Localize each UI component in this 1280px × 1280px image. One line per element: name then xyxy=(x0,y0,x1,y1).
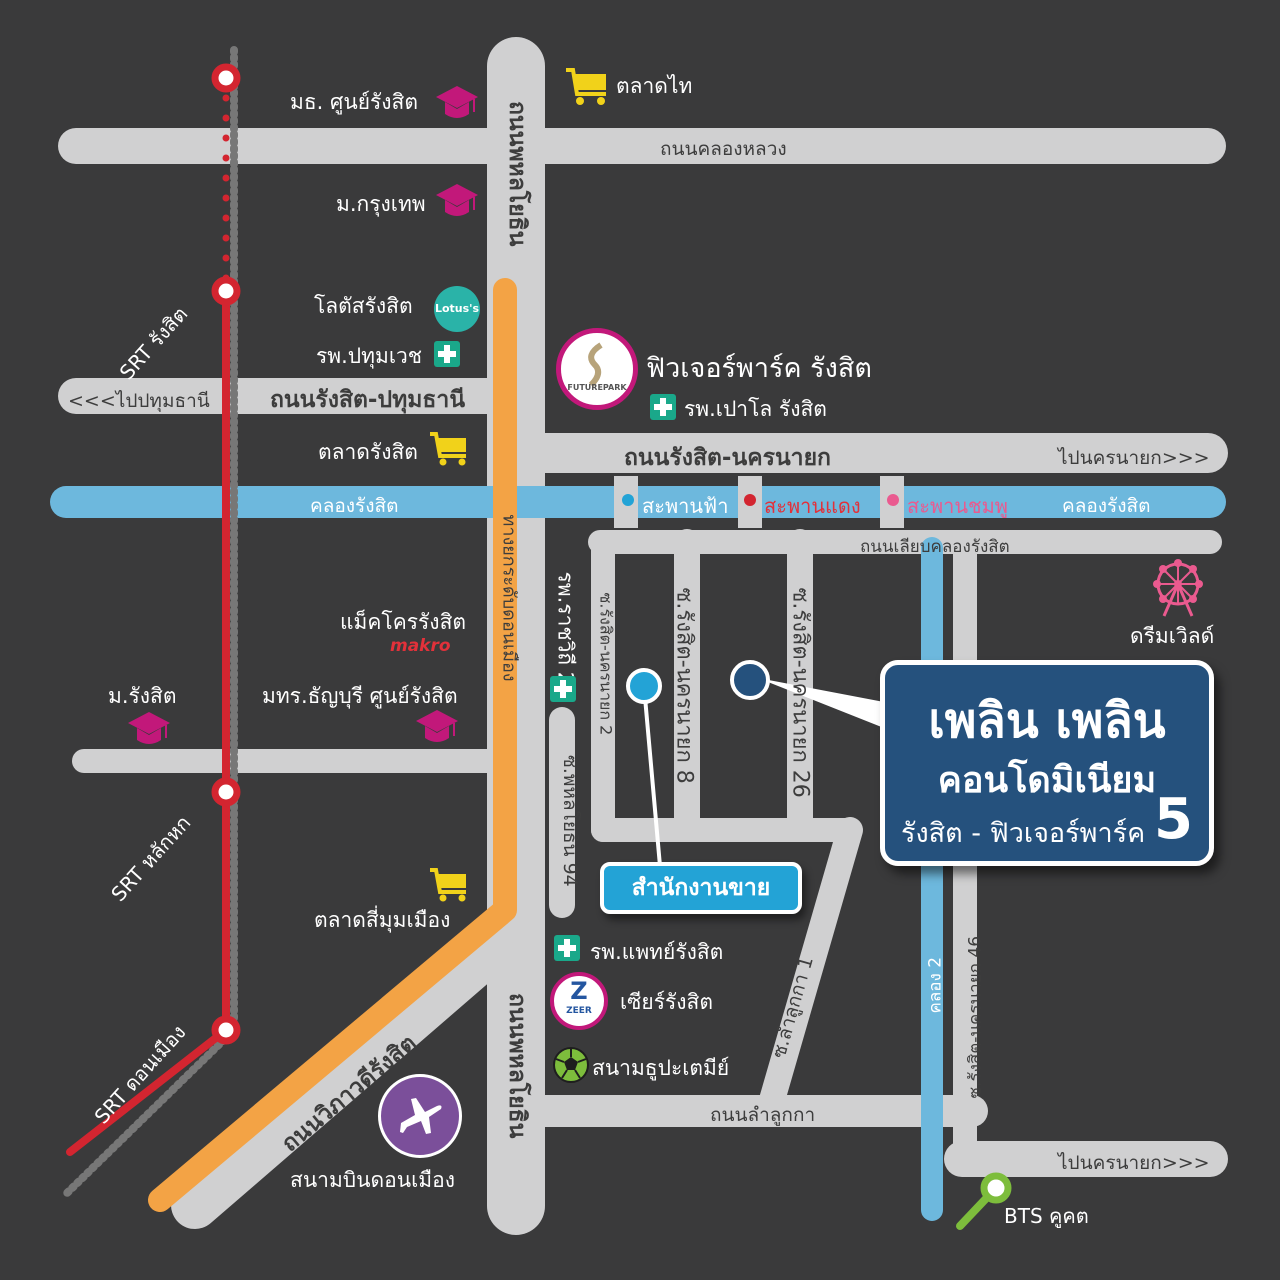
callout-location: รังสิต - ฟิวเจอร์พาร์ค xyxy=(901,818,1146,849)
label-lotus: โลตัสรังสิต xyxy=(314,294,413,318)
label-to-nakhon-bottom: ไปนครนายก>>> xyxy=(1058,1152,1210,1174)
label-phahon-top: ถนนพหลโยธิน xyxy=(504,101,530,247)
label-to-pathum: <<<ไปปทุมธานี xyxy=(68,390,210,412)
hospital-icon xyxy=(554,935,580,965)
label-pathumvech: รพ.ปทุมเวช xyxy=(316,344,423,368)
hospital-icon xyxy=(550,676,576,706)
future-park-logo-icon: FUTUREPARK xyxy=(556,328,638,410)
sales-office-marker xyxy=(626,668,662,704)
shopping-cart-icon xyxy=(564,64,612,112)
callout-subtitle: คอนโดมิเนียม xyxy=(937,760,1157,801)
graduation-cap-icon xyxy=(414,706,460,752)
label-phahon-bottom: ถนนพหลโยธิน xyxy=(504,993,530,1139)
label-soi-rn8: ซ.รังสิต-นครนายก 8 xyxy=(671,587,697,784)
srt-line xyxy=(61,46,238,1199)
label-bridge-pink: สะพานชมพู xyxy=(907,494,1008,518)
label-to-nakhon-top: ไปนครนายก>>> xyxy=(1058,447,1210,469)
label-makro: แม็คโครรังสิต xyxy=(340,610,467,634)
label-bridge-red: สะพานแดง xyxy=(764,494,861,518)
airplane-icon xyxy=(378,1074,462,1158)
project-marker xyxy=(730,660,770,700)
label-bangkok-u: ม.กรุงเทพ xyxy=(336,192,426,216)
label-soi-rn2: ซ.รังสิต-นครนายก 2 xyxy=(596,592,616,736)
label-soi-phahon94: ซ.พหลโยธิน 94 xyxy=(559,755,581,887)
label-paolo: รพ.เปาโล รังสิต xyxy=(684,397,827,421)
hospital-icon xyxy=(650,394,676,424)
label-talad-rangsit: ตลาดรังสิต xyxy=(318,440,418,464)
label-bridge-sky: สะพานฟ้า xyxy=(642,494,729,518)
expressway-don-mueang xyxy=(148,278,517,1212)
graduation-cap-icon xyxy=(126,708,172,754)
label-rangsit-nakhon: ถนนรังสิต-นครนายก xyxy=(624,445,831,471)
label-talad-thai: ตลาดไท xyxy=(616,74,693,98)
project-callout: เพลิน เพลิน คอนโดมิเนียม รังสิต - ฟิวเจอ… xyxy=(880,660,1214,866)
graduation-cap-icon xyxy=(434,180,480,226)
label-dream-world: ดรีมเวิลด์ xyxy=(1130,624,1215,648)
shopping-cart-icon xyxy=(428,864,472,908)
label-ru-rangsit: มธ. ศูนย์รังสิต xyxy=(290,90,418,114)
label-thupatemi: สนามธูปะเตมีย์ xyxy=(592,1056,730,1080)
label-expressway: ทางยกระดับดอนเมือง xyxy=(498,514,520,682)
label-lam-luk-ka: ถนนลำลูกกา xyxy=(710,1104,816,1126)
label-canal-left: คลองรังสิต xyxy=(310,495,399,517)
bts-station xyxy=(980,1172,1012,1204)
label-lieap-khlong: ถนนเลียบคลองรังสิต xyxy=(860,537,1010,557)
road-diagonal-to-rail xyxy=(171,926,514,1229)
label-future-park: ฟิวเจอร์พาร์ค รังสิต xyxy=(646,353,872,384)
label-rangsit-pathum: ถนนรังสิต-ปทุมธานี xyxy=(270,387,466,413)
label-canal-right: คลองรังสิต xyxy=(1062,495,1151,517)
sales-office-label: สำนักงานขาย xyxy=(600,862,802,914)
callout-pointer xyxy=(758,678,884,728)
shopping-cart-icon xyxy=(428,428,472,472)
label-rangsit-u: ม.รังสิต xyxy=(108,684,177,708)
label-phaet-rangsit: รพ.แพทย์รังสิต xyxy=(590,940,724,964)
label-rmut: มทร.ธัญบุรี ศูนย์รังสิต xyxy=(262,684,458,708)
soi-lamlukka1 xyxy=(759,817,863,1113)
ferris-wheel-icon xyxy=(1150,558,1206,622)
label-khlong-luang: ถนนคลองหลวง xyxy=(660,138,787,160)
zeer-logo-icon: Z ZEER xyxy=(550,972,608,1030)
label-soi-rn46: ซ.รังสิต-นครนายก 46 xyxy=(965,935,986,1099)
label-zeer: เซียร์รังสิต xyxy=(620,990,714,1014)
label-soi-rn26: ซ.รังสิต-นครนายก 26 xyxy=(787,587,813,798)
callout-title: เพลิน เพลิน xyxy=(928,693,1166,749)
label-bts-khu-khot: BTS คูคต xyxy=(1004,1204,1089,1228)
label-khlong2: คลอง 2 xyxy=(925,956,946,1014)
callout-number: 5 xyxy=(1154,787,1193,852)
makro-logo-icon: makro xyxy=(390,636,451,656)
srt-stations xyxy=(211,63,241,1045)
label-don-mueang-airport: สนามบินดอนเมือง xyxy=(290,1168,455,1192)
sales-pointer xyxy=(642,684,662,868)
soccer-ball-icon xyxy=(552,1046,590,1088)
lotus-logo-icon: Lotus's xyxy=(434,286,480,332)
hospital-icon xyxy=(434,341,460,371)
graduation-cap-icon xyxy=(434,82,480,128)
label-talad-simummueang: ตลาดสี่มุมเมือง xyxy=(314,908,451,932)
